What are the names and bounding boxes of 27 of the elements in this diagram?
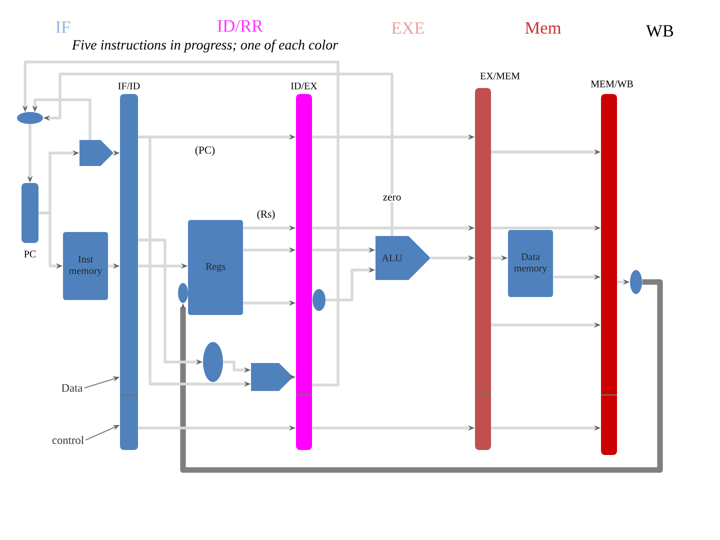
stage-label: EXE (392, 22, 424, 34)
register-label: IF/ID (118, 82, 140, 90)
note-text: Five instructions in progress; one of each color (72, 40, 338, 52)
stage-label: IF (56, 21, 70, 33)
register-label: MEM/WB (590, 80, 633, 88)
stage-label: ID/RR (218, 20, 264, 32)
mux-symbol (630, 270, 642, 294)
memory-box: Inst memory (63, 232, 108, 300)
adder-symbol (80, 140, 114, 166)
signal-label: Data (62, 384, 83, 392)
mux-symbol (312, 289, 326, 311)
register-label: ID/EX (291, 82, 318, 90)
edge-label: (PC) (194, 144, 216, 158)
signal-label: control (52, 436, 84, 444)
edge-label: (Rs) (256, 208, 277, 222)
memory-box: Data memory (508, 230, 553, 297)
ellipse-symbol (203, 342, 223, 382)
mux-symbol (178, 283, 188, 303)
stage-label: Mem (525, 22, 562, 34)
register-label: PC (24, 250, 36, 258)
adder-symbol (251, 363, 293, 391)
mux-symbol (17, 112, 43, 124)
register-label: EX/MEM (480, 72, 520, 80)
arrow (180, 279, 663, 473)
edge-label: zero (382, 194, 403, 202)
stage-label: WB (646, 25, 674, 37)
register-file-box: Regs (188, 220, 243, 315)
